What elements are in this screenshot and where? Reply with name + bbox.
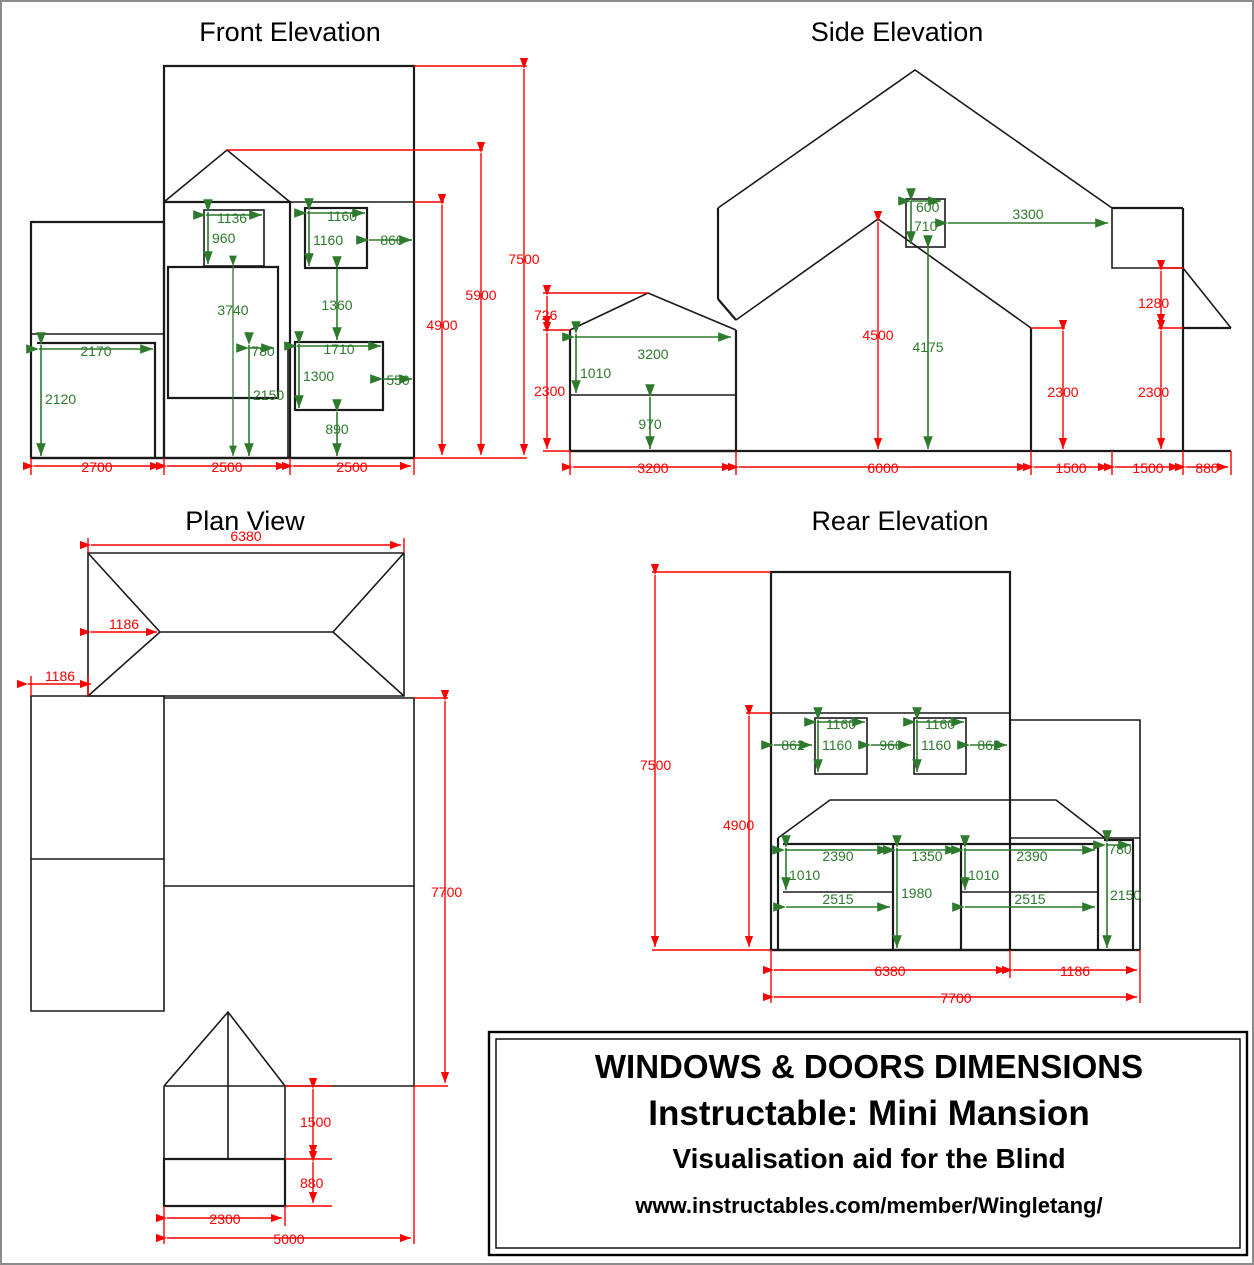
dim-rear-7500: 7500 — [640, 757, 671, 773]
view-front-elevation: Front Elevation — [22, 17, 540, 475]
dim-rear-780: 780 — [1108, 841, 1132, 857]
dim-side-3200-g: 3200 — [637, 346, 668, 362]
side-red-dims: 726 2300 4500 2300 1280 2300 — [534, 210, 1232, 476]
dim-rear-1010-b: 1010 — [968, 867, 999, 883]
rear-elevation-title: Rear Elevation — [811, 506, 988, 536]
side-geometry — [568, 69, 1232, 453]
title-block-line-4: www.instructables.com/member/Wingletang/ — [634, 1193, 1102, 1218]
dim-side-4500: 4500 — [862, 327, 893, 343]
dim-front-2500-a: 2500 — [211, 459, 242, 475]
dim-rear-862-a: 862 — [781, 737, 805, 753]
dim-plan-5000: 5000 — [273, 1231, 304, 1247]
front-green-dims: 1136 960 3740 780 2150 2170 2120 1160 11 — [26, 198, 412, 456]
dim-front-1160-h: 1160 — [313, 232, 343, 248]
dim-plan-1186-a: 1186 — [109, 616, 139, 632]
view-rear-elevation: Rear Elevation 862 — [640, 506, 1141, 1006]
dim-front-2500-b: 2500 — [336, 459, 367, 475]
dim-side-710: 710 — [914, 218, 938, 234]
dim-rear-2150: 2150 — [1110, 887, 1141, 903]
dim-front-1710: 1710 — [323, 341, 354, 357]
dim-front-960: 960 — [212, 230, 236, 246]
side-green-dims: 3200 1010 970 600 710 3300 4175 — [562, 188, 1108, 449]
dim-rear-862-b: 862 — [977, 737, 1001, 753]
dim-front-7500: 7500 — [508, 251, 539, 267]
dim-side-2300-left: 2300 — [534, 383, 565, 399]
dim-side-4175: 4175 — [912, 339, 943, 355]
rear-red-dims: 7500 4900 6380 1186 7700 — [640, 563, 1141, 1006]
title-block-line-2: Instructable: Mini Mansion — [648, 1094, 1089, 1133]
dim-side-600: 600 — [916, 199, 940, 215]
dim-front-780: 780 — [251, 343, 275, 359]
dim-front-1300: 1300 — [303, 368, 334, 384]
dim-side-2300-right: 2300 — [1138, 384, 1169, 400]
dim-plan-6380: 6380 — [230, 528, 261, 544]
dim-side-3300: 3300 — [1012, 206, 1043, 222]
dim-rear-1350: 1350 — [911, 848, 942, 864]
dim-plan-7700: 7700 — [431, 884, 462, 900]
dim-rear-2515-b: 2515 — [1014, 891, 1045, 907]
dim-rear-1160-w2: 1160 — [925, 716, 955, 732]
dim-rear-1160-w1: 1160 — [826, 716, 856, 732]
dim-side-2300-mid: 2300 — [1047, 384, 1078, 400]
dim-front-1160-w: 1160 — [327, 208, 357, 224]
dim-rear-6380: 6380 — [874, 963, 905, 979]
dim-front-1136: 1136 — [217, 210, 247, 226]
title-block: WINDOWS & DOORS DIMENSIONS Instructable:… — [487, 1030, 1249, 1257]
dim-side-3200: 3200 — [637, 460, 668, 476]
front-geometry — [29, 64, 416, 460]
dim-plan-2300: 2300 — [209, 1211, 240, 1227]
dim-rear-7700: 7700 — [940, 990, 971, 1006]
dim-front-3740: 3740 — [217, 302, 248, 318]
dim-rear-2515-a: 2515 — [822, 891, 853, 907]
dim-rear-4900: 4900 — [723, 817, 754, 833]
dim-front-1360: 1360 — [321, 297, 352, 313]
dim-rear-1160-h2: 1160 — [921, 737, 951, 753]
dim-side-970: 970 — [638, 416, 662, 432]
dim-side-726: 726 — [534, 307, 558, 323]
side-elevation-title: Side Elevation — [811, 17, 984, 47]
plan-geometry — [30, 552, 415, 1208]
plan-red-dims: 6380 1186 1186 7700 1500 880 — [16, 528, 462, 1247]
dim-rear-1980: 1980 — [901, 885, 932, 901]
dim-plan-880: 880 — [300, 1175, 324, 1191]
dim-front-2120: 2120 — [45, 391, 76, 407]
dim-front-2700: 2700 — [81, 459, 112, 475]
dim-side-1500-a: 1500 — [1055, 460, 1086, 476]
plan-view-title: Plan View — [185, 506, 305, 536]
dim-front-550: 550 — [386, 372, 410, 388]
dim-rear-2390-a: 2390 — [822, 848, 853, 864]
dim-side-6000: 6000 — [867, 460, 898, 476]
title-block-line-1: WINDOWS & DOORS DIMENSIONS — [595, 1048, 1143, 1085]
dim-rear-1160-h1: 1160 — [822, 737, 852, 753]
dim-rear-1186: 1186 — [1060, 963, 1090, 979]
view-side-elevation: Side Elevation — [534, 17, 1232, 476]
front-red-dims: 7500 5900 4900 2700 2500 2500 — [22, 57, 540, 475]
dim-rear-2390-b: 2390 — [1016, 848, 1047, 864]
dim-front-860: 860 — [380, 232, 404, 248]
front-elevation-title: Front Elevation — [199, 17, 381, 47]
dim-front-2170: 2170 — [80, 343, 111, 359]
dim-side-1010: 1010 — [580, 365, 611, 381]
dim-plan-1500: 1500 — [300, 1114, 331, 1130]
dim-rear-960: 960 — [879, 737, 903, 753]
dim-side-1500-b: 1500 — [1132, 460, 1163, 476]
title-block-line-3: Visualisation aid for the Blind — [672, 1143, 1065, 1174]
dim-front-890: 890 — [325, 421, 349, 437]
view-plan: Plan View 6380 — [16, 506, 462, 1247]
dim-side-1280: 1280 — [1138, 295, 1169, 311]
dim-rear-1010-a: 1010 — [789, 867, 820, 883]
dim-front-5900: 5900 — [465, 287, 496, 303]
dim-front-2150: 2150 — [253, 387, 284, 403]
rear-green-dims: 862 1160 1160 960 1160 1160 862 2390 101… — [761, 707, 1141, 948]
dim-front-4900: 4900 — [426, 317, 457, 333]
dim-side-880: 880 — [1195, 460, 1219, 476]
dim-plan-1186-b: 1186 — [45, 668, 75, 684]
